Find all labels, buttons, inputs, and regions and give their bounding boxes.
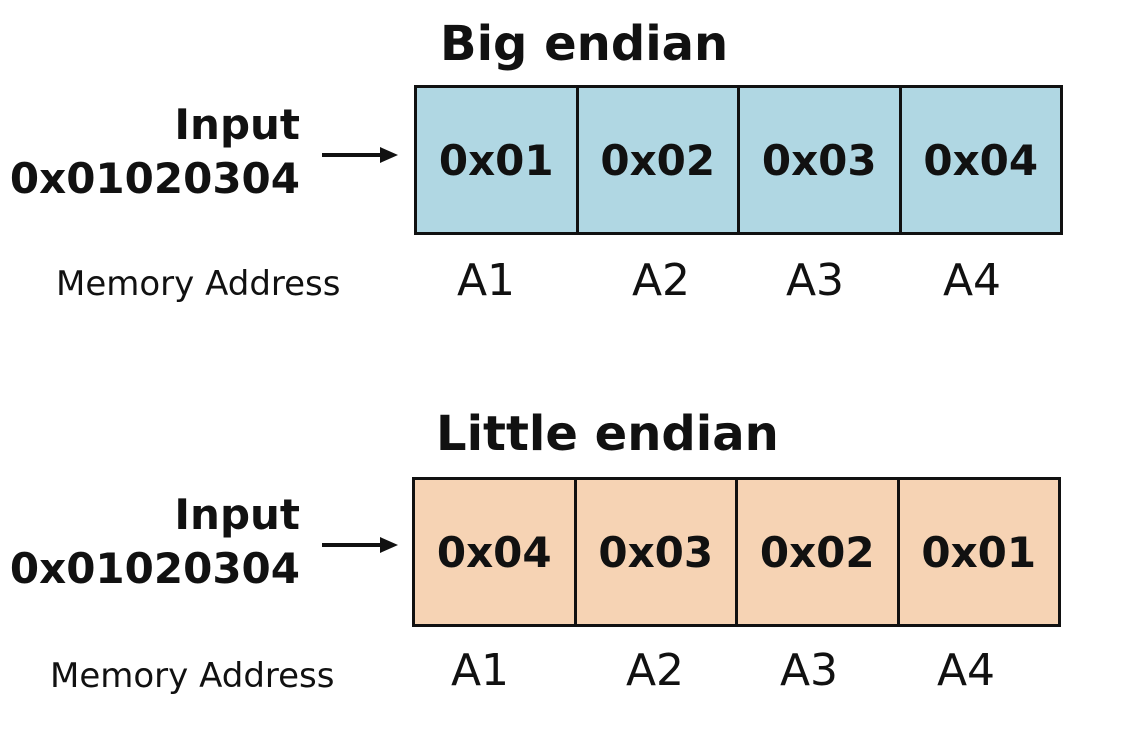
little-endian-input-label: Input 0x01020304 [10,488,300,596]
big-endian-memory-row: 0x01 0x02 0x03 0x04 [414,85,1063,235]
little-endian-cell-3: 0x02 [738,480,900,624]
little-endian-title: Little endian [436,406,779,462]
little-endian-address-a1: A1 [450,645,510,696]
little-endian-input-word: Input [174,490,300,539]
little-endian-cell-2: 0x03 [577,480,738,624]
little-endian-address-a4: A4 [936,645,996,696]
big-endian-input-label: Input 0x01020304 [10,98,300,206]
big-endian-title: Big endian [440,16,729,72]
little-endian-arrow-icon [322,537,398,553]
big-endian-input-value: 0x01020304 [9,153,300,203]
little-endian-cell-4: 0x01 [921,527,1037,577]
little-endian-memory-address-label: Memory Address [50,656,335,696]
little-endian-address-a3: A3 [779,645,839,696]
big-endian-memory-address-label: Memory Address [56,264,341,304]
little-endian-cell-1: 0x04 [415,480,577,624]
little-endian-diagram: Little endian Input 0x01020304 0x04 0x03… [0,392,1136,732]
little-endian-memory-row: 0x04 0x03 0x02 0x01 [412,477,1061,627]
little-endian-address-a2: A2 [625,645,685,696]
big-endian-diagram: Big endian Input 0x01020304 0x01 0x02 0x… [0,0,1136,340]
big-endian-address-a1: A1 [456,255,516,306]
big-endian-address-a3: A3 [785,255,845,306]
big-endian-cell-1: 0x01 [417,88,579,232]
big-endian-address-a4: A4 [942,255,1002,306]
big-endian-arrow-icon [322,147,398,163]
big-endian-input-word: Input [174,100,300,149]
big-endian-cell-3: 0x03 [740,88,902,232]
little-endian-input-value: 0x01020304 [9,543,300,593]
big-endian-cell-2: 0x02 [579,88,740,232]
big-endian-cell-4: 0x04 [923,135,1039,185]
big-endian-address-a2: A2 [631,255,691,306]
